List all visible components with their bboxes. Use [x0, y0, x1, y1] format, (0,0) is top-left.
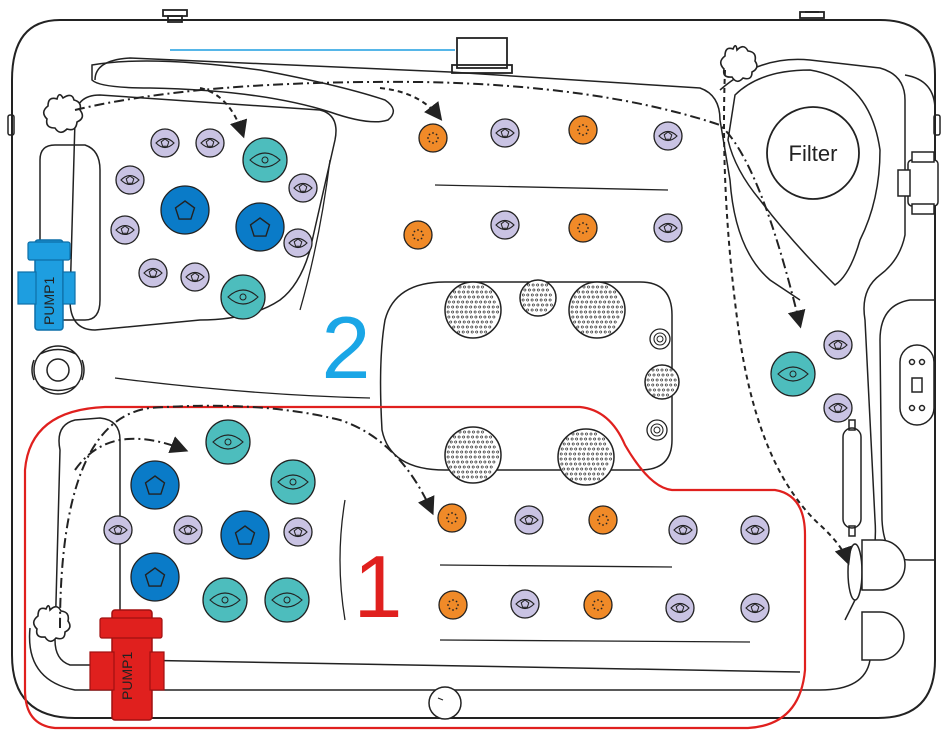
blue-jet [220, 510, 270, 560]
small-jet [490, 210, 520, 240]
small-jet [510, 589, 540, 619]
right-corner-outline [904, 74, 936, 111]
small-jet [740, 515, 770, 545]
grille-jet [519, 279, 557, 317]
small-jet [668, 515, 698, 545]
grille-jet [644, 364, 680, 400]
orange-jet [437, 503, 467, 533]
zone-1-number: 1 [354, 537, 403, 636]
orange-jet [588, 505, 618, 535]
blue-jet [235, 202, 285, 252]
top-lounge-outline [94, 57, 801, 301]
small-jet [823, 330, 853, 360]
small-jet [110, 215, 140, 245]
jets-layer [103, 115, 853, 623]
flow-path-top-center [379, 87, 443, 121]
star-shaped-drain-icon [719, 44, 758, 83]
orange-jet [583, 590, 613, 620]
right-side-clip [933, 114, 941, 136]
flow-path-bottom-left [74, 436, 189, 471]
bottom-channel-outline [28, 627, 871, 691]
teal-jet [270, 459, 316, 505]
top-loop-outline [91, 60, 394, 123]
zone-2-number: 2 [322, 298, 371, 397]
filter-label: Filter [789, 141, 838, 166]
teal-jet [770, 351, 816, 397]
filter-canister-icon [727, 69, 881, 286]
spa-shell-outline [11, 19, 936, 719]
top-left-seat-outline [69, 94, 337, 331]
teal-jet [202, 577, 248, 623]
pump-bottom-label: PUMP1 [119, 652, 135, 700]
orange-jet [568, 213, 598, 243]
blue-jet [160, 185, 210, 235]
control-panel-icon [899, 344, 935, 426]
small-jet [740, 593, 770, 623]
pump-top-label: PUMP1 [41, 277, 57, 325]
flow-path-top-main [74, 80, 806, 329]
small-jet [180, 262, 210, 292]
teal-jet [264, 577, 310, 623]
flow-path-right-vertical [723, 69, 852, 566]
teal-jet [205, 419, 251, 465]
grille-jet [557, 428, 615, 486]
star-shaped-drain-icon [42, 93, 84, 134]
small-jet [653, 121, 683, 151]
pump-bottom-icon [89, 609, 165, 721]
grille-jet [444, 426, 502, 484]
bottom-drain-icon [428, 686, 462, 720]
top-right-fitting [799, 11, 825, 19]
zone-1-boundary [23, 405, 807, 730]
grille-jet [568, 281, 626, 339]
flow-path-top-left [199, 87, 248, 139]
flow-paths [59, 69, 852, 629]
small-jet [150, 128, 180, 158]
small-jet [173, 515, 203, 545]
blue-jet [130, 460, 180, 510]
top-air-fitting [162, 9, 188, 23]
side-light-icon [842, 419, 862, 537]
orange-jet [418, 123, 448, 153]
small-jet [823, 393, 853, 423]
small-jet [514, 505, 544, 535]
small-jet [665, 593, 695, 623]
ring-jet [649, 328, 671, 350]
teal-jet [220, 274, 266, 320]
right-wall-outline [879, 299, 935, 561]
orange-jet [438, 590, 468, 620]
star-shaped-drain-icon [32, 604, 71, 643]
seat-divider-lines [114, 159, 751, 643]
pump-top-icon [17, 239, 76, 331]
ring-jet [646, 419, 668, 441]
left-side-clip [7, 114, 15, 136]
orange-jet [403, 220, 433, 250]
small-jet [138, 258, 168, 288]
diverter-valve-icon [897, 151, 939, 215]
orange-jet [568, 115, 598, 145]
steering-wheel-control-icon [31, 345, 85, 395]
small-jet [283, 228, 313, 258]
right-suction-fittings [847, 539, 906, 661]
bottom-drain-mark [437, 697, 444, 701]
small-jet [283, 517, 313, 547]
small-jet [288, 173, 318, 203]
right-seat-outline [719, 58, 906, 621]
blue-jet [130, 552, 180, 602]
small-jet [103, 515, 133, 545]
small-jet [490, 118, 520, 148]
small-jet [195, 128, 225, 158]
teal-jet [242, 137, 288, 183]
grille-jet [444, 281, 502, 339]
small-jet [115, 165, 145, 195]
small-jet [653, 213, 683, 243]
skimmer-box [451, 37, 513, 74]
flow-path-bottom-main [59, 404, 435, 629]
